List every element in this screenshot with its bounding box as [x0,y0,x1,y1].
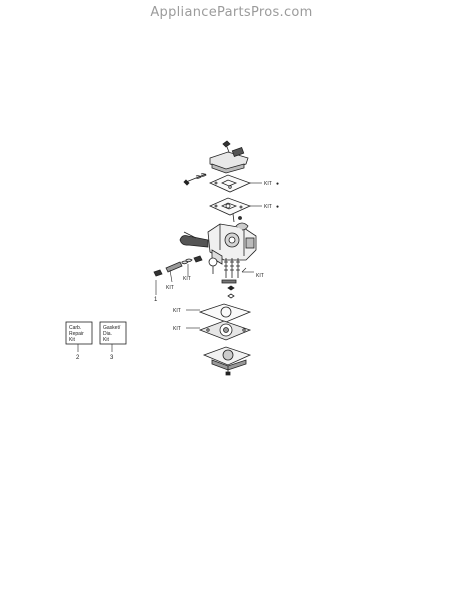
gasket-upper [209,174,252,193]
cover-screw [183,173,207,186]
kit-label: KIT [183,276,191,282]
kit-label: KIT [264,181,272,187]
box-text: Kit [69,337,75,343]
bottom-cover [202,346,252,376]
metering-diaphragm [198,303,252,323]
gasket-middle [209,197,252,216]
box-text: Repair [69,331,84,337]
adjustment-screws [221,258,254,299]
kit-label: KIT [173,326,181,332]
callout-number: 3 [110,355,114,361]
kit-label: KIT [166,285,174,291]
box-text: Kit [103,337,109,343]
callout-number: 2 [76,355,80,361]
carburetor-body [179,222,257,274]
gasket-dia-kit-box [99,321,127,345]
callout-number: 1 [154,297,158,303]
kit-label: KIT [264,204,272,210]
carb-repair-kit-box [65,321,93,345]
idle-needle-assembly [153,255,203,295]
box-text: Dia. [103,331,112,337]
kit-marker: ● [276,204,279,210]
box-text: Gasket/ [103,325,121,331]
kit-label: KIT [256,273,264,279]
kit-marker: ● [276,181,279,187]
box-text: Carb. [69,325,81,331]
kit-label: KIT [173,308,181,314]
metering-cover [198,320,252,341]
pump-cover [209,140,249,174]
site-watermark: AppliancePartsPros.com [150,5,313,20]
